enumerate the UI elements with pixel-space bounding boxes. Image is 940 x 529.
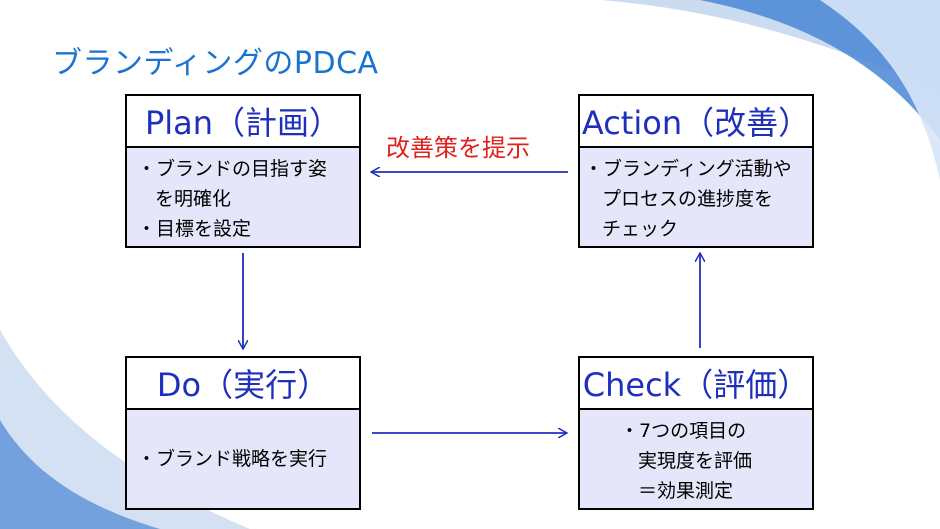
check-line-2: 実現度を評価: [638, 450, 753, 472]
plan-box: Plan（計画） ・ブランドの目指す姿 を明確化 ・目標を設定: [125, 94, 361, 248]
check-line-1: ・7つの項目の: [620, 420, 747, 442]
plan-body: ・ブランドの目指す姿 を明確化 ・目標を設定: [125, 148, 361, 248]
plan-line-3: ・目標を設定: [137, 218, 252, 240]
do-body: ・ブランド戦略を実行: [125, 410, 361, 510]
do-line-1: ・ブランド戦略を実行: [137, 448, 328, 470]
action-heading: Action（改善）: [578, 94, 814, 148]
action-box: Action（改善） ・ブランディング活動や プロセスの進捗度を チェック: [578, 94, 814, 248]
check-box: Check（評価） ・7つの項目の 実現度を評価 ＝効果測定: [578, 356, 814, 510]
plan-line-2: を明確化: [155, 188, 232, 210]
action-body: ・ブランディング活動や プロセスの進捗度を チェック: [578, 148, 814, 248]
plan-line-1: ・ブランドの目指す姿: [137, 158, 328, 180]
action-line-1: ・ブランディング活動や: [584, 158, 792, 180]
do-heading: Do（実行）: [125, 356, 361, 410]
check-line-3: ＝効果測定: [638, 480, 734, 502]
do-box: Do（実行） ・ブランド戦略を実行: [125, 356, 361, 510]
plan-heading: Plan（計画）: [125, 94, 361, 148]
page-title: ブランディングのPDCA: [52, 46, 379, 81]
action-line-3: チェック: [602, 218, 679, 240]
arrow-label-improvement: 改善策を提示: [386, 134, 530, 162]
check-heading: Check（評価）: [578, 356, 814, 410]
check-body: ・7つの項目の 実現度を評価 ＝効果測定: [578, 410, 814, 510]
action-line-2: プロセスの進捗度を: [602, 188, 774, 210]
